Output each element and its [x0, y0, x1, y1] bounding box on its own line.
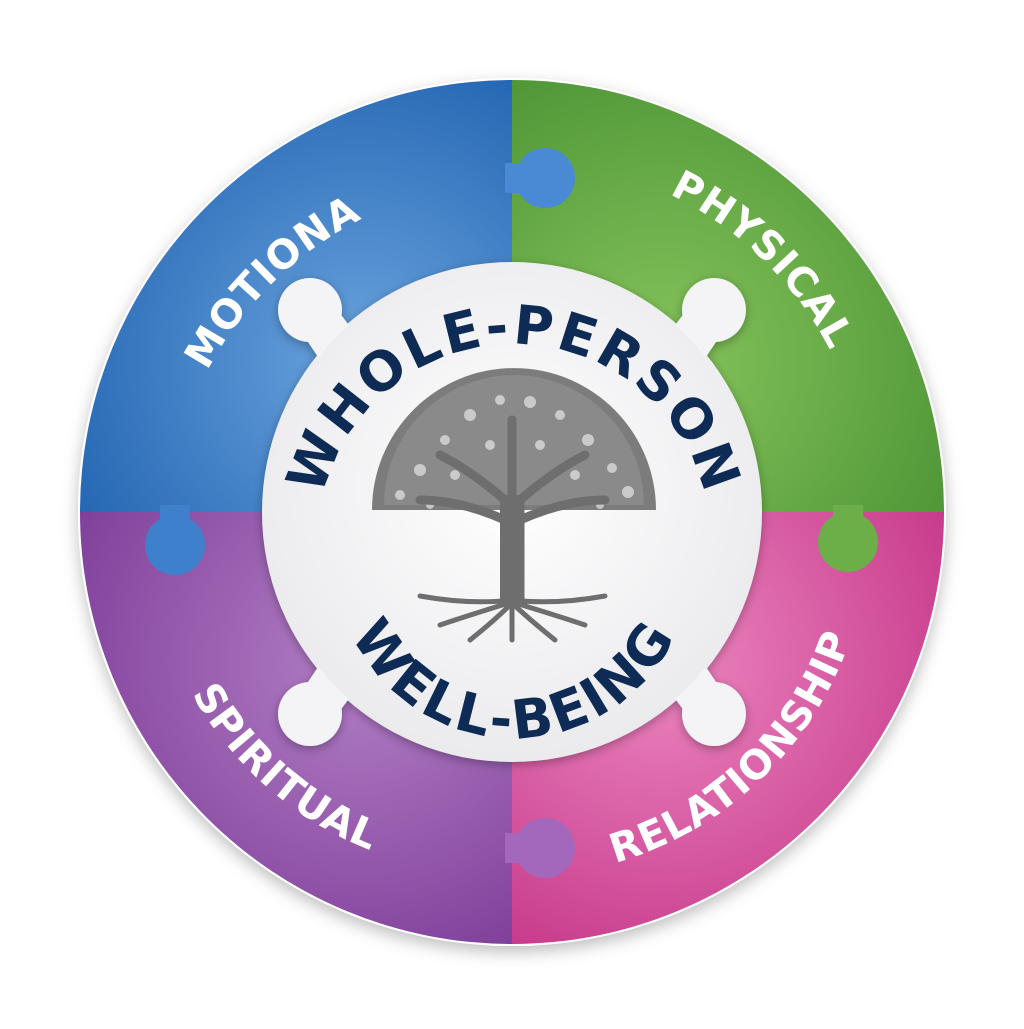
tree-of-life-icon: [372, 368, 656, 643]
puzzle-tab-green-neck: [833, 505, 863, 545]
puzzle-tab-blue-left-neck: [160, 505, 190, 545]
puzzle-tab-blue-neck: [505, 163, 545, 193]
puzzle-tab-purple-neck: [505, 833, 545, 863]
